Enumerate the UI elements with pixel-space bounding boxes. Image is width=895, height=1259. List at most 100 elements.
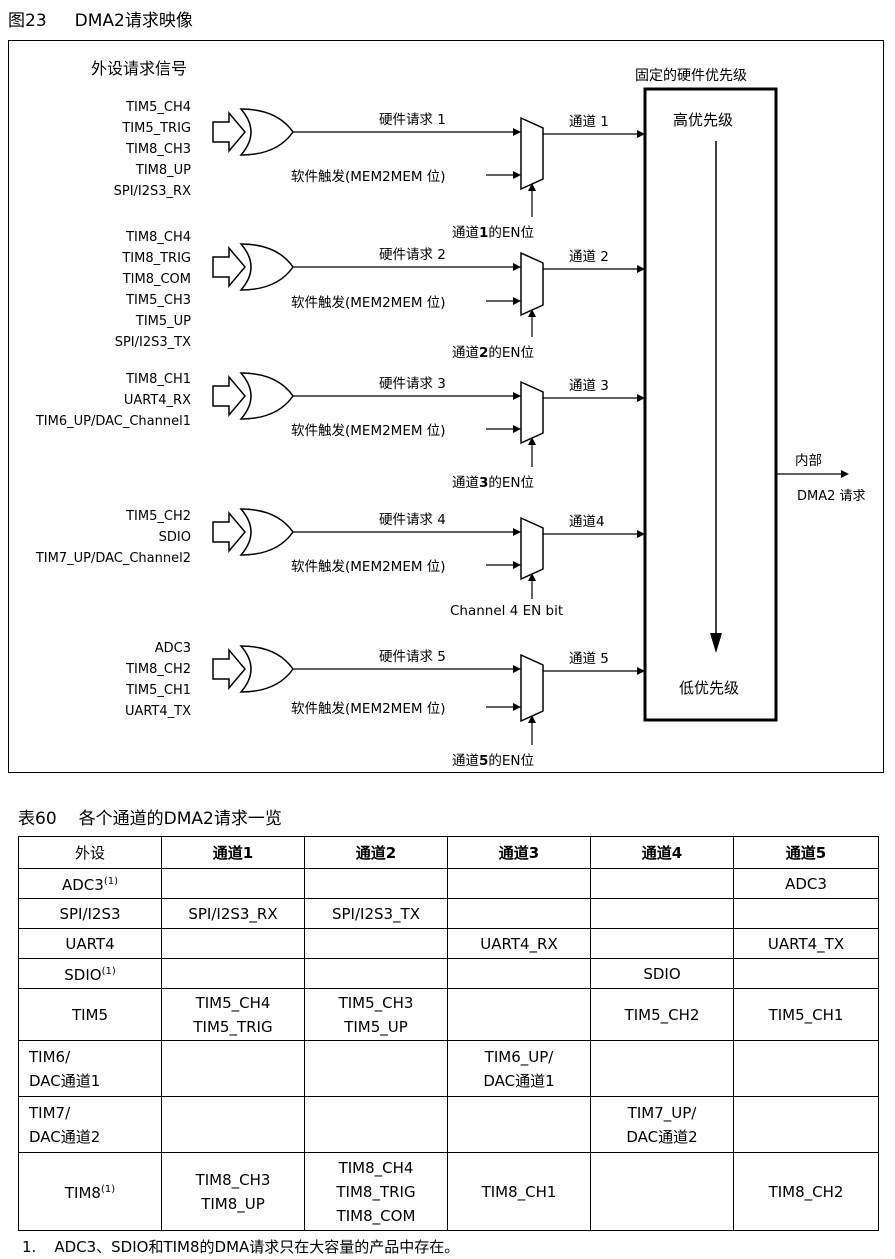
signal-name: TIM5_TRIG — [122, 121, 191, 136]
cell-line: TIM8_CH1 — [481, 1182, 557, 1201]
table-title-text: 各个通道的DMA2请求一览 — [78, 809, 282, 829]
channel-arrow-3 — [637, 394, 645, 402]
table-number: 表60 — [18, 809, 57, 829]
or-gate-2 — [239, 243, 294, 291]
channel-cell: TIM5_CH1 — [733, 988, 879, 1041]
input-arrow-5 — [212, 647, 246, 691]
channel-cell — [447, 1096, 591, 1153]
cell-line: UART4_RX — [480, 934, 558, 953]
channel-cell: TIM6_UP/DAC通道1 — [447, 1040, 591, 1097]
header-cell: 通道2 — [304, 836, 448, 869]
cell-line: TIM6/ — [29, 1047, 71, 1066]
software-trigger-label-4: 软件触发(MEM2MEM 位) — [291, 559, 446, 575]
channel-cell — [161, 928, 305, 959]
mux-3 — [520, 380, 544, 445]
peripheral-name: ADC3 — [61, 876, 104, 894]
channel-cell — [161, 1096, 305, 1153]
cell-line: TIM8_CH2 — [768, 1182, 844, 1201]
peripheral-cell: TIM5 — [18, 988, 162, 1041]
channel-cell — [447, 868, 591, 899]
en-bit-suffix: 的EN位 — [488, 345, 535, 361]
hw-request-arrow-1 — [513, 128, 521, 136]
signal-name: TIM6_UP/DAC_Channel1 — [35, 414, 191, 429]
channel-cell — [304, 1096, 448, 1153]
channel-arrow-2 — [637, 265, 645, 273]
en-arrow-2 — [528, 309, 536, 317]
input-arrow-2 — [212, 245, 246, 289]
en-bit-prefix: 通道 — [452, 345, 479, 361]
input-arrow-4 — [212, 510, 246, 554]
hw-request-label-3: 硬件请求 3 — [379, 376, 446, 392]
signal-name: UART4_RX — [123, 393, 191, 408]
hw-request-arrow-5 — [513, 665, 521, 673]
signal-name: TIM8_COM — [122, 272, 191, 287]
hw-request-arrow-4 — [513, 528, 521, 536]
channel-cell: TIM8_CH2 — [733, 1152, 879, 1231]
channel-arrow-4 — [637, 530, 645, 538]
channel-cell — [590, 1040, 734, 1097]
channel-cell — [304, 958, 448, 989]
or-gate-4 — [239, 508, 294, 556]
channel-cell: TIM8_CH1 — [447, 1152, 591, 1231]
cell-line: TIM8_CH3 — [195, 1170, 271, 1189]
channel-cell — [590, 1152, 734, 1231]
peripheral-cell: TIM7/DAC通道2 — [18, 1096, 162, 1153]
cell-line: DAC通道2 — [29, 1127, 101, 1146]
signal-name: TIM8_TRIG — [122, 251, 191, 266]
cell-line: DAC通道1 — [29, 1071, 101, 1090]
output-arrow-head — [841, 470, 849, 478]
channel-arrow-1 — [637, 130, 645, 138]
signal-name: TIM8_CH2 — [126, 662, 191, 677]
cell-line: TIM7_UP/ — [627, 1103, 697, 1122]
channel-cell — [590, 898, 734, 929]
channel-label-2: 通道 2 — [569, 249, 609, 265]
peripheral-cell: ADC3(1) — [18, 868, 162, 899]
channel-cell: SDIO — [590, 958, 734, 989]
en-bit-suffix: 的EN位 — [488, 225, 535, 241]
signal-name: TIM8_CH1 — [126, 372, 191, 387]
channel-cell: SPI/I2S3_TX — [304, 898, 448, 929]
en-bit-suffix: 的EN位 — [488, 753, 535, 769]
peripheral-signals-title: 外设请求信号 — [91, 59, 188, 78]
figure-title-text: DMA2请求映像 — [74, 11, 193, 31]
hw-request-label-1: 硬件请求 1 — [379, 112, 446, 128]
header-cell: 通道4 — [590, 836, 734, 869]
software-trigger-label-3: 软件触发(MEM2MEM 位) — [291, 423, 446, 439]
signal-name: SPI/I2S3_RX — [113, 184, 191, 199]
cell-line: TIM5_CH3 — [338, 993, 414, 1012]
priority-box — [643, 87, 778, 722]
signal-name: TIM5_CH4 — [126, 100, 191, 115]
signal-name: TIM5_CH2 — [126, 509, 191, 524]
peripheral-name: SDIO — [64, 966, 102, 984]
en-bit-prefix: 通道 — [452, 475, 479, 491]
cell-line: SPI/I2S3_RX — [188, 904, 278, 923]
table-row: ADC3(1)ADC3 — [18, 868, 879, 899]
channel-arrow-5 — [637, 667, 645, 675]
priority-arrow-head — [710, 633, 722, 653]
channel-cell — [161, 958, 305, 989]
footnote-number: 1. — [22, 1238, 37, 1256]
header-cell: 通道5 — [733, 836, 879, 869]
input-arrow-1 — [212, 110, 246, 154]
cell-line: SDIO — [643, 964, 681, 983]
channel-cell: UART4_RX — [447, 928, 591, 959]
channel-cell — [733, 898, 879, 929]
sw-trigger-arrow-2 — [513, 297, 521, 305]
table-row: TIM7/DAC通道2 TIM7_UP/DAC通道2 — [18, 1096, 879, 1153]
input-arrow-3 — [212, 374, 246, 418]
signal-name: TIM8_UP — [135, 163, 191, 178]
dma2-request-diagram: 外设请求信号 固定的硬件优先级 高优先级 低优先级 内部 DMA2 请求 TIM… — [8, 40, 884, 773]
signal-name: TIM8_CH4 — [126, 230, 191, 245]
footnote-marker: (1) — [101, 966, 116, 977]
